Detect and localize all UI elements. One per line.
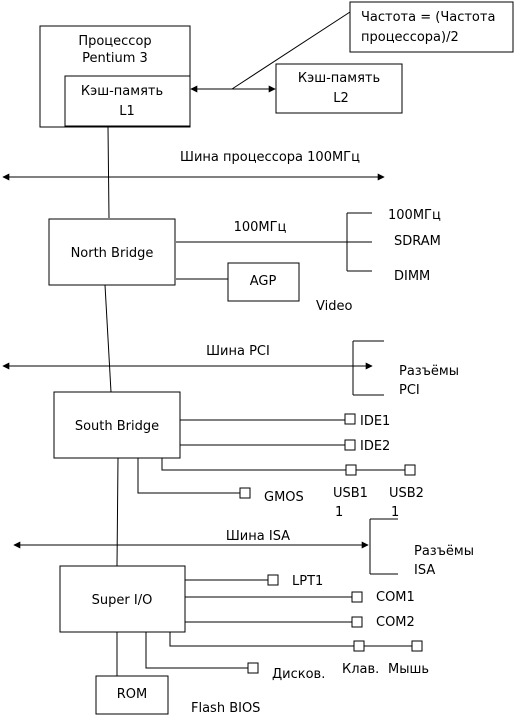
south-bridge-label: South Bridge [75, 419, 159, 434]
gmos-port [239, 487, 251, 499]
isa-slots-line2: ISA [414, 563, 435, 578]
video-label: Video [316, 299, 352, 314]
com2-port [351, 616, 363, 628]
sdram-label: SDRAM [394, 234, 441, 249]
cpu-label-line1: Процессор [78, 34, 151, 49]
usb1-port [345, 464, 357, 476]
l1-label-line2: L1 [119, 104, 135, 119]
pci-slots-line1: Разъёмы [399, 364, 459, 379]
super-io-label: Super I/O [92, 593, 153, 608]
usb2-sub: 1 [391, 505, 399, 520]
ide1-label: IDE1 [360, 414, 390, 429]
com2-label: COM2 [376, 615, 415, 630]
agp-label: AGP [250, 274, 277, 289]
sio-kbd-mouse-link [169, 632, 412, 647]
freq-note-line1: Частота = (Частота [361, 10, 495, 25]
l2-cache-box [275, 63, 403, 114]
ide2-port [344, 439, 356, 451]
kbd-label: Клав. [342, 662, 379, 677]
north-bridge-label: North Bridge [71, 246, 154, 261]
usb1-sub: 1 [335, 505, 343, 520]
sb-usb-link [161, 458, 405, 471]
pci-bus-label: Шина PCI [206, 344, 270, 359]
sb-gmos-link [137, 458, 240, 494]
sb-sio-trunk [116, 457, 119, 567]
mem-bus-label: 100МГц [234, 220, 287, 235]
ide1-port [344, 413, 356, 425]
sio-disk-link [145, 632, 248, 669]
l2-label-line1: Кэш-память [298, 71, 380, 86]
rom-box [95, 675, 169, 715]
freq-note-pointer [231, 11, 351, 90]
mouse-label: Мышь [388, 662, 429, 677]
l1-label-line1: Кэш-память [81, 84, 163, 99]
dimm-label: DIMM [394, 269, 430, 284]
agp-box [227, 262, 300, 302]
com1-port [351, 591, 363, 603]
lpt1-label: LPT1 [292, 574, 323, 589]
kbd-port [353, 640, 365, 652]
pci-slots-line2: PCI [399, 383, 420, 398]
disk-label: Дисков. [272, 667, 325, 682]
lpt1-port [267, 574, 279, 586]
flash-bios-label: Flash BIOS [191, 701, 260, 716]
sdram-freq-label: 100МГц [388, 208, 441, 223]
l2-label-line2: L2 [333, 91, 349, 106]
mouse-port [411, 640, 423, 652]
cpu-bus-label: Шина процессора 100МГц [180, 150, 360, 165]
usb2-port [404, 464, 416, 476]
super-io-box [59, 565, 186, 633]
freq-note-line2: процессора)/2 [361, 30, 459, 45]
l1-cache-box [64, 75, 191, 127]
isa-slots-line1: Разъёмы [414, 544, 474, 559]
disk-port [247, 662, 259, 674]
usb1-label: USB1 [333, 486, 368, 501]
gmos-label: GMOS [264, 490, 304, 505]
north-bridge-box [48, 218, 176, 286]
cpu-nb-trunk [107, 126, 110, 219]
usb2-label: USB2 [389, 486, 424, 501]
freq-note-box [349, 1, 514, 53]
com1-label: COM1 [376, 590, 415, 605]
nb-sb-trunk [104, 284, 112, 393]
south-bridge-box [53, 391, 181, 459]
cpu-label-line2: Pentium 3 [82, 51, 148, 66]
rom-label: ROM [117, 687, 147, 702]
isa-bus-label: Шина ISA [226, 529, 290, 544]
ide2-label: IDE2 [360, 439, 390, 454]
